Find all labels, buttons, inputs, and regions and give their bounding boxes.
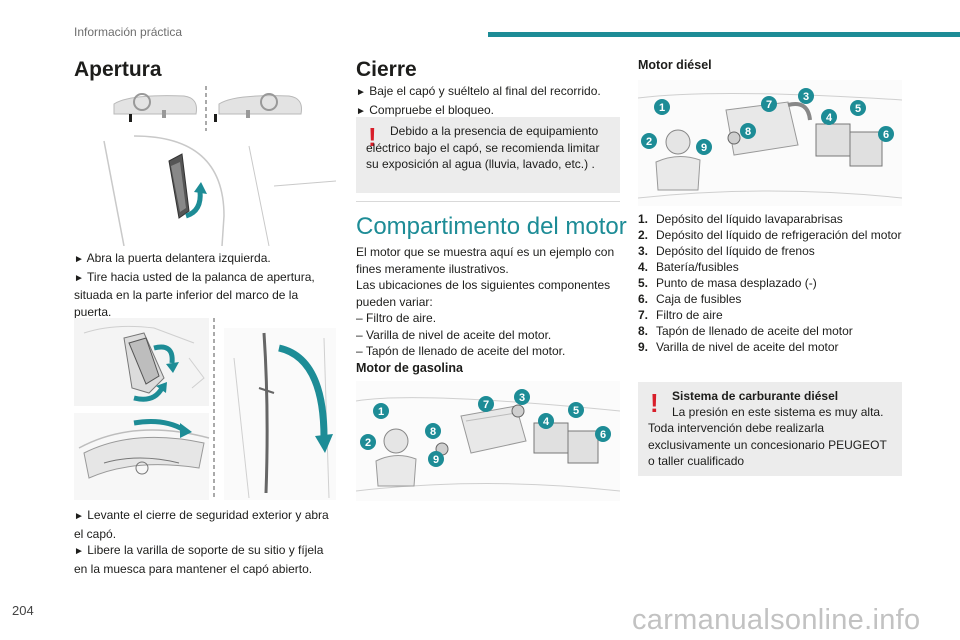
callout-9: 9 bbox=[433, 454, 439, 466]
list-item: 5. Punto de masa desplazado (-) bbox=[638, 275, 902, 291]
warning-icon: ! bbox=[650, 388, 659, 418]
variation-oil-cap: Tapón de llenado de aceite del motor. bbox=[365, 344, 566, 358]
step-check-lock: Compruebe el bloqueo. bbox=[369, 102, 495, 117]
apertura-steps-1: ► Abra la puerta delantera izquierda. ► … bbox=[74, 250, 336, 320]
diesel-callouts: 1 2 3 4 5 6 7 8 9 bbox=[641, 88, 894, 155]
arrow-bullet: ► bbox=[356, 105, 366, 117]
item-number: 8. bbox=[638, 324, 649, 338]
list-item: 1. Depósito del líquido lavaparabrisas bbox=[638, 211, 902, 227]
item-label: Varilla de nivel de aceite del motor bbox=[656, 340, 839, 354]
callout-9: 9 bbox=[701, 142, 707, 154]
item-label: Batería/fusibles bbox=[656, 260, 739, 274]
step-stay-rod: Libere la varilla de soporte de su sitio… bbox=[74, 543, 324, 576]
variation-air-filter: Filtro de aire. bbox=[366, 311, 437, 325]
diesel-engine-illustration: 1 2 3 4 5 6 7 8 9 bbox=[638, 80, 902, 206]
item-number: 1. bbox=[638, 212, 649, 226]
petrol-engine-illustration: 1 2 3 4 5 6 7 8 9 bbox=[356, 381, 620, 501]
diesel-warning-box: ! Sistema de carburante diésel La presió… bbox=[638, 382, 902, 476]
compartimento-title: Compartimento del motor bbox=[356, 213, 627, 240]
section-divider bbox=[356, 201, 620, 202]
apertura-title: Apertura bbox=[74, 58, 162, 81]
item-number: 2. bbox=[638, 228, 649, 242]
callout-6: 6 bbox=[600, 429, 606, 441]
cierre-warning-text: Debido a la presencia de equipamiento el… bbox=[366, 124, 600, 171]
running-header: Información práctica bbox=[74, 25, 183, 39]
dash-bullet: – bbox=[356, 344, 363, 358]
arrow-bullet: ► bbox=[74, 272, 84, 284]
variation-dipstick: Varilla de nivel de aceite del motor. bbox=[366, 327, 552, 342]
compartimento-intro: El motor que se muestra aquí es un ejemp… bbox=[356, 244, 620, 360]
callout-7: 7 bbox=[483, 399, 489, 411]
header-rule bbox=[488, 32, 960, 37]
hood-stay-rod-illustration bbox=[74, 318, 336, 500]
callout-4: 4 bbox=[826, 112, 833, 124]
callout-3: 3 bbox=[803, 91, 809, 103]
intro-paragraph: El motor que se muestra aquí es un ejemp… bbox=[356, 245, 615, 276]
component-list: 1. Depósito del líquido lavaparabrisas 2.… bbox=[638, 211, 902, 355]
cierre-steps: ► Baje el capó y suéltelo al final del r… bbox=[356, 83, 620, 120]
watermark: carmanualsonline.info bbox=[632, 604, 921, 636]
step-pull-lever: Tire hacia usted de la palanca de apertu… bbox=[74, 269, 315, 319]
callout-3: 3 bbox=[519, 392, 525, 404]
warning-icon: ! bbox=[368, 122, 377, 152]
item-label: Tapón de llenado de aceite del motor bbox=[656, 324, 853, 338]
item-label: Filtro de aire bbox=[656, 308, 723, 322]
diesel-warning-title: Sistema de carburante diésel bbox=[672, 389, 839, 403]
callout-7: 7 bbox=[766, 99, 772, 111]
arrow-bullet: ► bbox=[356, 87, 366, 98]
item-label: Depósito del líquido de refrigeración de… bbox=[656, 228, 902, 242]
page-number: 204 bbox=[12, 603, 34, 618]
item-label: Depósito del líquido lavaparabrisas bbox=[656, 212, 843, 226]
item-number: 9. bbox=[638, 340, 649, 354]
callout-2: 2 bbox=[365, 437, 371, 449]
cierre-title: Cierre bbox=[356, 58, 417, 81]
callout-5: 5 bbox=[573, 405, 579, 417]
list-item: 2. Depósito del líquido de refrigeración … bbox=[638, 227, 902, 243]
cierre-warning-box: ! Debido a la presencia de equipamiento … bbox=[356, 117, 620, 193]
callout-1: 1 bbox=[659, 102, 665, 114]
callout-6: 6 bbox=[883, 129, 889, 141]
step-lower-hood: Baje el capó y suéltelo al final del rec… bbox=[369, 84, 601, 98]
apertura-steps-2: ► Levante el cierre de seguridad exterio… bbox=[74, 507, 338, 577]
arrow-bullet: ► bbox=[74, 254, 84, 265]
item-number: 7. bbox=[638, 308, 649, 322]
arrow-bullet: ► bbox=[74, 511, 84, 522]
callout-8: 8 bbox=[745, 126, 751, 138]
dash-bullet: – bbox=[356, 327, 363, 342]
step-lift-catch: Levante el cierre de seguridad exterior … bbox=[74, 508, 329, 541]
arrow-bullet: ► bbox=[74, 546, 84, 557]
callout-5: 5 bbox=[855, 103, 861, 115]
gasolina-title: Motor de gasolina bbox=[356, 361, 463, 375]
intro-variations: Las ubicaciones de los siguientes compon… bbox=[356, 278, 611, 309]
item-label: Caja de fusibles bbox=[656, 292, 742, 306]
item-label: Punto de masa desplazado (-) bbox=[656, 276, 817, 290]
list-item: 3. Depósito del líquido de frenos bbox=[638, 243, 902, 259]
list-item: 8. Tapón de llenado de aceite del motor bbox=[638, 323, 902, 339]
item-number: 3. bbox=[638, 244, 649, 258]
list-item: 9. Varilla de nivel de aceite del motor bbox=[638, 339, 902, 355]
item-number: 4. bbox=[638, 260, 649, 274]
list-item: 4. Batería/fusibles bbox=[638, 259, 902, 275]
step-open-door: Abra la puerta delantera izquierda. bbox=[86, 251, 271, 265]
callout-2: 2 bbox=[646, 136, 652, 148]
callout-4: 4 bbox=[543, 416, 550, 428]
callout-8: 8 bbox=[430, 426, 436, 438]
diesel-title: Motor diésel bbox=[638, 58, 712, 72]
callout-1: 1 bbox=[378, 406, 384, 418]
dash-bullet: – bbox=[356, 311, 363, 325]
petrol-callouts: 1 2 3 4 5 6 7 8 9 bbox=[360, 389, 611, 467]
hood-release-lever-illustration bbox=[103, 86, 336, 246]
list-item: 6. Caja de fusibles bbox=[638, 291, 902, 307]
item-number: 5. bbox=[638, 276, 649, 290]
diesel-warning-text: Toda intervención debe realizarla exclus… bbox=[648, 421, 887, 468]
diesel-warning-line1: La presión en este sistema es muy alta. bbox=[672, 405, 884, 419]
item-number: 6. bbox=[638, 292, 649, 306]
list-item: 7. Filtro de aire bbox=[638, 307, 902, 323]
item-label: Depósito del líquido de frenos bbox=[656, 244, 815, 258]
